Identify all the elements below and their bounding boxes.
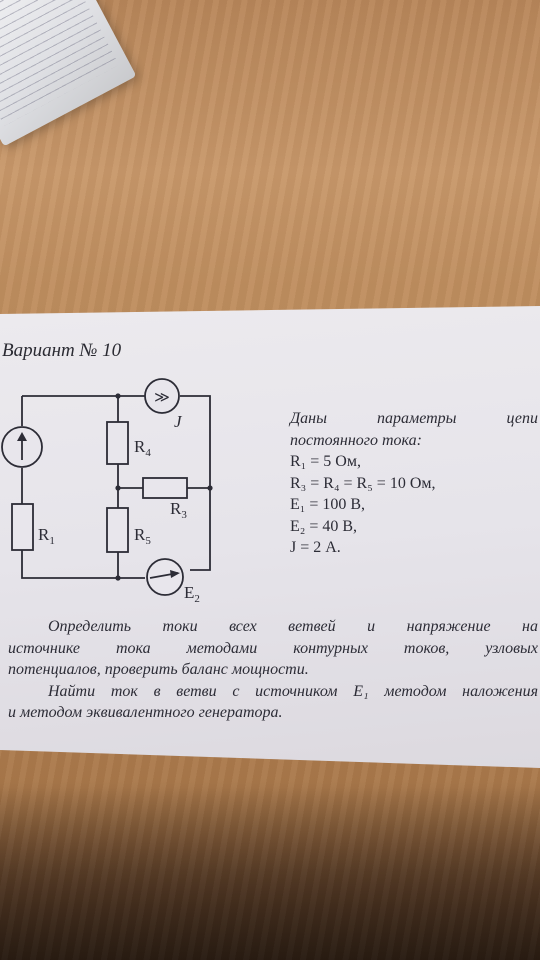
wire-right [180, 395, 211, 571]
j-label: J [174, 412, 183, 431]
e2-source-icon [146, 558, 184, 596]
r1-resistor [11, 503, 34, 551]
parameters-block: Даны параметры цепи постоянного тока: R₁… [290, 408, 538, 559]
photo-shadow [0, 780, 540, 960]
param-r3-r4-r5: R₃ = R₄ = R₅ = 10 Ом, [290, 474, 436, 492]
node-top [115, 393, 121, 399]
node-middle [115, 485, 121, 491]
task-card [0, 306, 540, 768]
r4-label: R4 [134, 437, 151, 459]
e1-source-icon [1, 426, 43, 468]
variant-title: Вариант № 10 [2, 340, 122, 361]
r4-resistor [106, 421, 129, 465]
svg-text:≫: ≫ [154, 388, 170, 406]
task-line-4: Найти ток в ветви с источником E₁ методо… [48, 682, 538, 700]
params-heading-1: Даны параметры цепи [290, 410, 538, 427]
r1-label: R1 [38, 525, 55, 547]
task-line-2: источнике тока методами контурных токов,… [8, 639, 538, 657]
task-line-5: и методом эквивалентного генератора. [8, 704, 283, 721]
wire-bottom-left [21, 550, 145, 579]
node-bottom [115, 575, 121, 581]
j-current-source-icon: ≫ [144, 378, 180, 414]
param-e2: E₂ = 40 В, [290, 517, 358, 535]
task-text: Определить токи всех ветвей и напряжение… [8, 616, 538, 724]
node-right [207, 485, 213, 491]
param-r1: R₁ = 5 Ом, [290, 453, 361, 470]
r5-resistor [106, 507, 129, 553]
param-j: J = 2 А. [290, 539, 341, 556]
e2-label: E2 [184, 583, 200, 605]
params-heading-2: постоянного тока: [290, 431, 422, 449]
circuit-diagram: ≫ R1 R4 R3 R5 J E2 [1, 378, 213, 605]
task-line-1: Определить токи всех ветвей и напряжение… [48, 618, 538, 635]
r3-resistor [142, 477, 188, 499]
r5-label: R5 [134, 525, 151, 547]
r3-label: R3 [170, 499, 187, 521]
task-line-3: потенциалов, проверить баланс мощности. [8, 661, 309, 678]
param-e1: E₁ = 100 В, [290, 496, 366, 513]
